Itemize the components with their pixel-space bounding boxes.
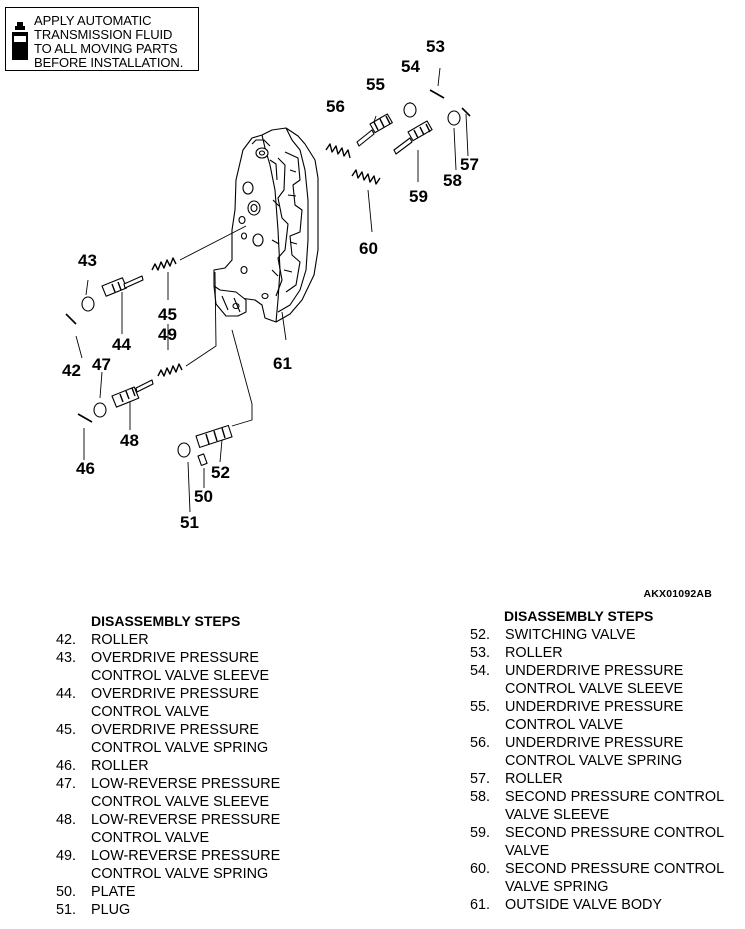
callout-52: 52 — [211, 463, 230, 482]
callout-58: 58 — [443, 171, 462, 190]
list-item: 52.SWITCHING VALVE — [470, 627, 636, 643]
part-58-sleeve — [447, 110, 461, 126]
list-item: 44.OVERDRIVE PRESSURE CONTROL VALVE — [56, 686, 259, 720]
callout-46: 46 — [76, 459, 95, 478]
disassembly-steps-right: DISASSEMBLY STEPS 52.SWITCHING VALVE 53.… — [470, 608, 742, 914]
list-item: 45.OVERDRIVE PRESSURE CONTROL VALVE SPRI… — [56, 722, 269, 756]
list-item: 47.LOW-REVERSE PRESSURE CONTROL VALVE SL… — [56, 776, 281, 810]
callout-51: 51 — [180, 513, 199, 532]
exploded-view-diagram: 42 43 44 45 46 47 48 49 50 51 52 53 54 5… — [62, 37, 479, 532]
part-60-spring — [351, 169, 381, 185]
list-item: 61.OUTSIDE VALVE BODY — [470, 897, 663, 913]
part-46-roller — [77, 413, 93, 423]
part-51-plug — [177, 442, 191, 458]
part-50-plate — [197, 453, 208, 466]
callout-54: 54 — [401, 57, 420, 76]
part-59-valve — [393, 120, 433, 155]
part-44-valve — [101, 275, 144, 297]
callout-47: 47 — [92, 355, 111, 374]
callout-61: 61 — [273, 354, 292, 373]
figure-reference: AKX01092AB — [643, 588, 712, 600]
steps-heading-left: DISASSEMBLY STEPS — [91, 613, 241, 629]
fluid-note-text: APPLY AUTOMATIC TRANSMISSION FLUID TO AL… — [34, 13, 184, 70]
list-item: 49.LOW-REVERSE PRESSURE CONTROL VALVE SP… — [56, 848, 281, 882]
list-item: 48.LOW-REVERSE PRESSURE CONTROL VALVE — [56, 812, 281, 846]
callout-59: 59 — [409, 187, 428, 206]
disassembly-steps-left: DISASSEMBLY STEPS 42.ROLLER 43.OVERDRIVE… — [56, 613, 356, 919]
part-43-sleeve — [81, 296, 95, 312]
list-item: 57.ROLLER — [470, 771, 563, 787]
callout-56: 56 — [326, 97, 345, 116]
list-item: 54.UNDERDRIVE PRESSURE CONTROL VALVE SLE… — [470, 663, 684, 697]
callout-60: 60 — [359, 239, 378, 258]
part-55-valve — [356, 113, 393, 147]
list-item: 58.SECOND PRESSURE CONTROL VALVE SLEEVE — [470, 789, 725, 823]
fluid-note-box: APPLY AUTOMATIC TRANSMISSION FLUID TO AL… — [5, 7, 199, 71]
list-item: 46.ROLLER — [56, 758, 149, 774]
steps-heading-right: DISASSEMBLY STEPS — [504, 608, 654, 624]
callout-43: 43 — [78, 251, 97, 270]
part-45-spring — [151, 257, 177, 271]
list-item: 55.UNDERDRIVE PRESSURE CONTROL VALVE — [470, 699, 684, 733]
steps-list-right: 52.SWITCHING VALVE 53.ROLLER 54.UNDERDRI… — [470, 626, 742, 914]
steps-list-left: 42.ROLLER 43.OVERDRIVE PRESSURE CONTROL … — [56, 631, 356, 919]
callout-45: 45 — [158, 305, 177, 324]
outside-valve-body — [213, 127, 319, 323]
part-56-spring — [325, 143, 351, 159]
part-52-switching-valve — [195, 424, 233, 448]
list-item: 53.ROLLER — [470, 645, 563, 661]
leader-lines — [75, 67, 469, 513]
part-48-valve — [111, 379, 154, 408]
part-42-roller — [65, 313, 77, 325]
list-item: 43.OVERDRIVE PRESSURE CONTROL VALVE SLEE… — [56, 650, 270, 684]
callout-48: 48 — [120, 431, 139, 450]
oil-can-icon — [12, 22, 28, 60]
list-item: 42.ROLLER — [56, 632, 149, 648]
part-54-sleeve — [403, 102, 417, 118]
list-item: 59.SECOND PRESSURE CONTROL VALVE — [470, 825, 725, 859]
list-item: 60.SECOND PRESSURE CONTROL VALVE SPRING — [470, 861, 725, 895]
list-item: 50.PLATE — [56, 884, 136, 900]
callout-53: 53 — [426, 37, 445, 56]
part-49-spring — [157, 363, 183, 377]
callout-57: 57 — [460, 155, 479, 174]
list-item: 56.UNDERDRIVE PRESSURE CONTROL VALVE SPR… — [470, 735, 684, 769]
callout-49: 49 — [158, 325, 177, 344]
callout-55: 55 — [366, 75, 385, 94]
list-item: 51.PLUG — [56, 902, 131, 918]
part-53-roller — [429, 89, 445, 99]
part-57-roller — [461, 107, 471, 117]
callout-44: 44 — [112, 335, 131, 354]
callout-labels: 42 43 44 45 46 47 48 49 50 51 52 53 54 5… — [62, 37, 479, 532]
callout-50: 50 — [194, 487, 213, 506]
callout-42: 42 — [62, 361, 81, 380]
part-47-sleeve — [93, 402, 107, 418]
